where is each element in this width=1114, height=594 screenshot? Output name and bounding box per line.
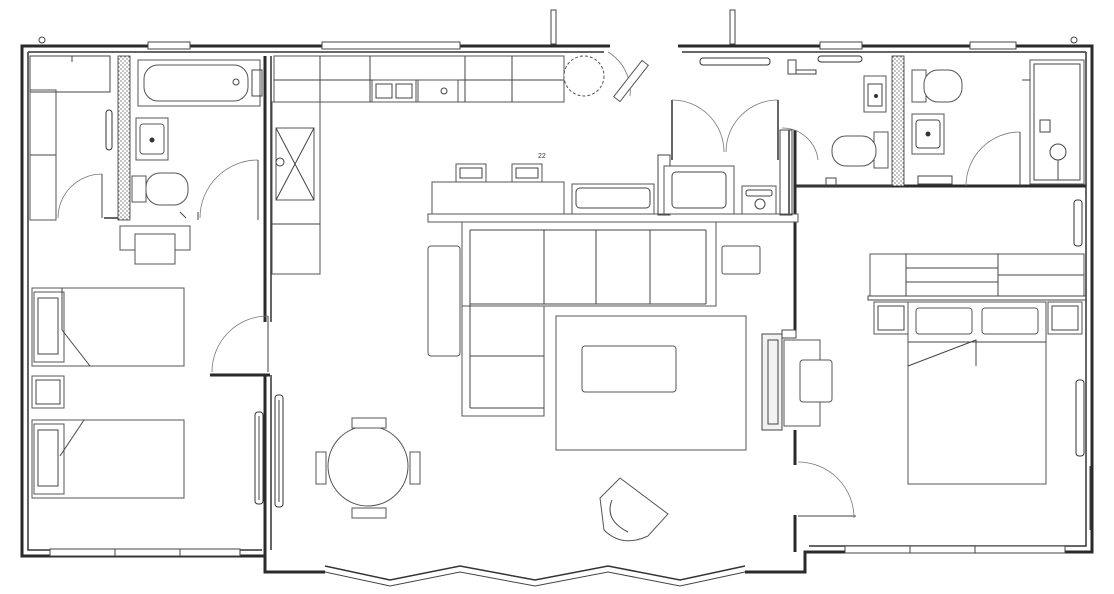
kitchen-bench bbox=[571, 183, 655, 215]
wardrobe-2 bbox=[867, 253, 1087, 301]
living-radiator bbox=[274, 394, 284, 508]
left-bathroom bbox=[105, 59, 263, 220]
bedroom-2-radiator bbox=[1075, 379, 1085, 457]
coffee-table bbox=[581, 345, 677, 393]
kitchen-door-swing bbox=[607, 51, 650, 103]
kitchen-side-counter bbox=[271, 101, 321, 275]
bedside-table-2a bbox=[873, 301, 909, 335]
bedroom-2 bbox=[797, 253, 1091, 530]
wardrobe-door-swing bbox=[57, 173, 103, 219]
rb-cabinet bbox=[917, 175, 953, 185]
side-table bbox=[721, 245, 761, 275]
utility-door-swings bbox=[671, 99, 779, 153]
sink bbox=[135, 117, 169, 161]
living-room bbox=[315, 221, 833, 542]
bedroom-1 bbox=[29, 55, 284, 508]
bedroom-2-door-swing bbox=[797, 461, 856, 519]
left-desk bbox=[119, 211, 191, 265]
bedside-table-2b bbox=[1047, 301, 1083, 335]
bath-radiator bbox=[105, 109, 113, 151]
toilet bbox=[131, 172, 189, 206]
top-radiator-2 bbox=[817, 55, 863, 63]
fireplace bbox=[761, 329, 833, 431]
wardrobe-1 bbox=[29, 55, 111, 221]
bedside-table-1 bbox=[31, 375, 65, 409]
wc-door bbox=[796, 177, 892, 187]
bottom-windows bbox=[49, 545, 1066, 587]
kitchen: 22 bbox=[271, 51, 799, 275]
corner-sofa bbox=[461, 221, 717, 417]
shower-fittings bbox=[1022, 79, 1067, 180]
rb-radiator bbox=[1073, 199, 1083, 247]
rb-door-swing bbox=[965, 131, 1021, 187]
top-radiator-1 bbox=[699, 57, 771, 66]
dining-table bbox=[315, 417, 421, 519]
single-bed-2 bbox=[31, 419, 185, 499]
side-bench bbox=[427, 245, 461, 357]
armchair bbox=[599, 477, 669, 542]
wc-door-swing bbox=[781, 127, 819, 161]
single-bed-1 bbox=[31, 287, 185, 367]
roof-vents bbox=[550, 9, 736, 45]
utility bbox=[657, 99, 793, 216]
right-bathroom bbox=[911, 69, 1083, 247]
rb-toilet bbox=[911, 69, 963, 103]
water-heater bbox=[741, 185, 777, 215]
appliance-number-label: 22 bbox=[538, 153, 546, 160]
washer bbox=[663, 165, 735, 215]
bath-door-swing bbox=[197, 159, 259, 220]
right-top-area bbox=[699, 55, 892, 187]
wc-toilet bbox=[831, 131, 889, 169]
bathtub bbox=[137, 59, 263, 107]
bedroom-1-door-swing bbox=[211, 315, 269, 373]
double-bed bbox=[907, 301, 1047, 485]
double-sink bbox=[371, 79, 459, 103]
round-fixture bbox=[563, 55, 605, 97]
top-windows bbox=[147, 41, 1017, 50]
bedroom-1-radiator bbox=[254, 411, 264, 505]
small-cabinet bbox=[787, 59, 817, 75]
rb-sink bbox=[911, 113, 945, 155]
wc-sink bbox=[863, 75, 887, 113]
